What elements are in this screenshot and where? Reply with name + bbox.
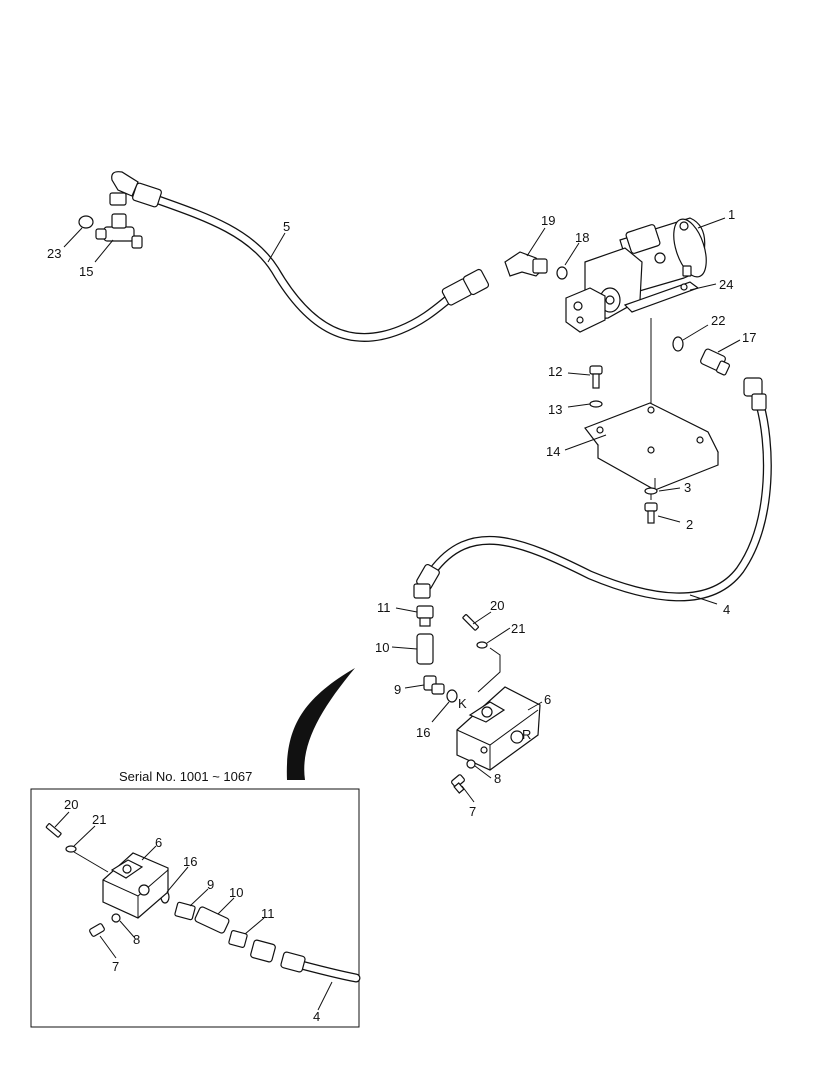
inset-callout-4: 4 bbox=[313, 1009, 320, 1024]
mounting-plate-14 bbox=[584, 402, 719, 491]
callout-10: 10 bbox=[375, 640, 389, 655]
washer-13 bbox=[589, 400, 603, 408]
inset-parts bbox=[45, 823, 361, 983]
bolt-2 bbox=[644, 502, 658, 524]
callout-6: 6 bbox=[544, 692, 551, 707]
o-ring-23 bbox=[78, 215, 94, 229]
callout-19: 19 bbox=[541, 213, 555, 228]
pump-motor-1 bbox=[565, 217, 707, 333]
tee-fitting-15 bbox=[95, 213, 143, 249]
valve-block-6 bbox=[456, 686, 541, 771]
callout-24: 24 bbox=[719, 277, 733, 292]
inset-callout-11: 11 bbox=[261, 906, 275, 921]
adapter-fitting-17 bbox=[700, 348, 731, 376]
inset-frame bbox=[30, 788, 360, 1028]
port-label-r: R bbox=[522, 727, 531, 742]
callout-21: 21 bbox=[511, 621, 525, 636]
o-ring-22 bbox=[672, 336, 684, 352]
o-ring-18 bbox=[556, 266, 568, 280]
inset-callout-8: 8 bbox=[133, 932, 140, 947]
inset-callout-16: 16 bbox=[183, 854, 197, 869]
inset-callout-20: 20 bbox=[64, 797, 78, 812]
inset-callout-10: 10 bbox=[229, 885, 243, 900]
hose-5 bbox=[109, 171, 490, 342]
bolt-20 bbox=[462, 614, 479, 631]
check-valve-10 bbox=[416, 633, 434, 665]
callout-8: 8 bbox=[494, 771, 501, 786]
callout-7: 7 bbox=[469, 804, 476, 819]
port-label-k: K bbox=[458, 696, 467, 711]
callout-22: 22 bbox=[711, 313, 725, 328]
assembly-line bbox=[477, 647, 501, 693]
swoosh-arrow bbox=[286, 668, 355, 780]
callout-20: 20 bbox=[490, 598, 504, 613]
o-ring-16 bbox=[446, 689, 458, 703]
callout-13: 13 bbox=[548, 402, 562, 417]
hose-4 bbox=[413, 377, 772, 602]
callout-12: 12 bbox=[548, 364, 562, 379]
callout-23: 23 bbox=[47, 246, 61, 261]
callout-14: 14 bbox=[546, 444, 560, 459]
o-ring-8 bbox=[466, 759, 476, 769]
inset-callout-7: 7 bbox=[112, 959, 119, 974]
callout-17: 17 bbox=[742, 330, 756, 345]
callout-2: 2 bbox=[686, 517, 693, 532]
callout-3: 3 bbox=[684, 480, 691, 495]
callout-9: 9 bbox=[394, 682, 401, 697]
callout-15: 15 bbox=[79, 264, 93, 279]
callout-4: 4 bbox=[723, 602, 730, 617]
inset-callout-9: 9 bbox=[207, 877, 214, 892]
fitting-11 bbox=[416, 605, 434, 627]
leader-lines bbox=[54, 217, 741, 1011]
callout-11: 11 bbox=[377, 600, 391, 615]
inset-caption: Serial No. 1001 ~ 1067 bbox=[119, 769, 252, 784]
callout-1: 1 bbox=[728, 207, 735, 222]
callout-5: 5 bbox=[283, 219, 290, 234]
bolt-12 bbox=[589, 365, 603, 389]
callout-18: 18 bbox=[575, 230, 589, 245]
grease-nipple-7 bbox=[451, 774, 465, 794]
washer-21 bbox=[476, 641, 488, 649]
elbow-fitting-19 bbox=[504, 251, 548, 277]
elbow-fitting-9 bbox=[423, 675, 445, 695]
inset-callout-6: 6 bbox=[155, 835, 162, 850]
inset-callout-21: 21 bbox=[92, 812, 106, 827]
washer-3 bbox=[644, 487, 658, 495]
callout-16: 16 bbox=[416, 725, 430, 740]
